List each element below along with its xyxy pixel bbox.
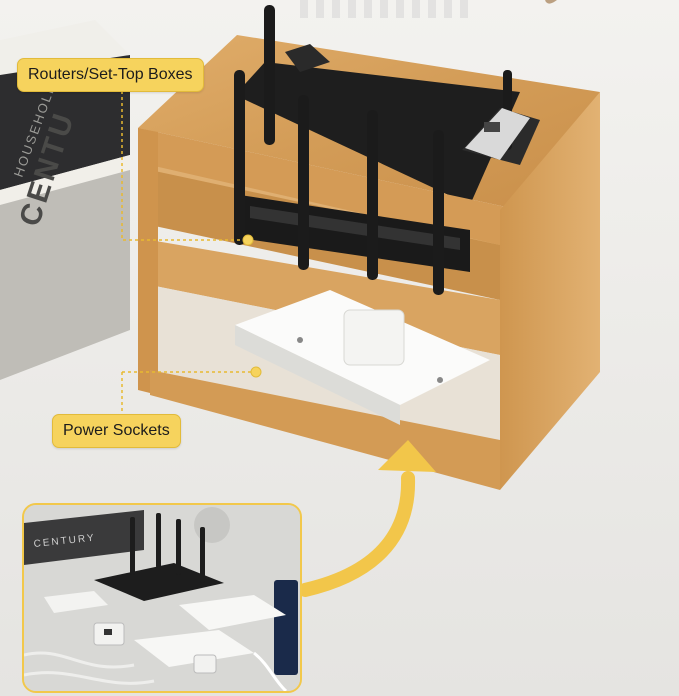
- socket-hole: [297, 337, 303, 343]
- wooden-cable-box: [138, 0, 600, 490]
- inset-power-strip: [44, 591, 108, 613]
- left-frame: [138, 128, 158, 395]
- inset-scene: CENTURY: [24, 505, 300, 691]
- callout-routers-set-top-boxes: Routers/Set-Top Boxes: [17, 58, 204, 92]
- callout-power-sockets: Power Sockets: [52, 414, 181, 448]
- inset-power-strip: [134, 630, 254, 667]
- inset-lamp: [194, 507, 230, 543]
- power-strip-side: [235, 325, 400, 425]
- inset-power-strip: [179, 595, 286, 630]
- inset-router: [94, 563, 224, 601]
- callout-dot-routers: [242, 234, 254, 246]
- inset-cable: [253, 651, 288, 691]
- set-top-box: [465, 108, 530, 160]
- set-top-port: [484, 122, 500, 132]
- radiator: [300, 0, 468, 18]
- inset-charger: [193, 654, 217, 674]
- curved-arrow: [298, 440, 436, 597]
- inset-charger-port: [104, 629, 112, 635]
- rear-cutout: [285, 44, 330, 72]
- inset-antennas: [130, 513, 205, 583]
- inset-cable: [24, 651, 135, 669]
- inset-photo: CENTURY: [22, 503, 302, 693]
- callout-leader-power: [121, 371, 255, 414]
- socket-hole: [437, 377, 443, 383]
- inset-tablet: [274, 580, 298, 675]
- inset-book: [24, 510, 144, 565]
- right-side-panel: [500, 92, 600, 490]
- inset-cable: [24, 671, 155, 685]
- callout-dot-power: [250, 366, 262, 378]
- power-adapter: [343, 309, 405, 366]
